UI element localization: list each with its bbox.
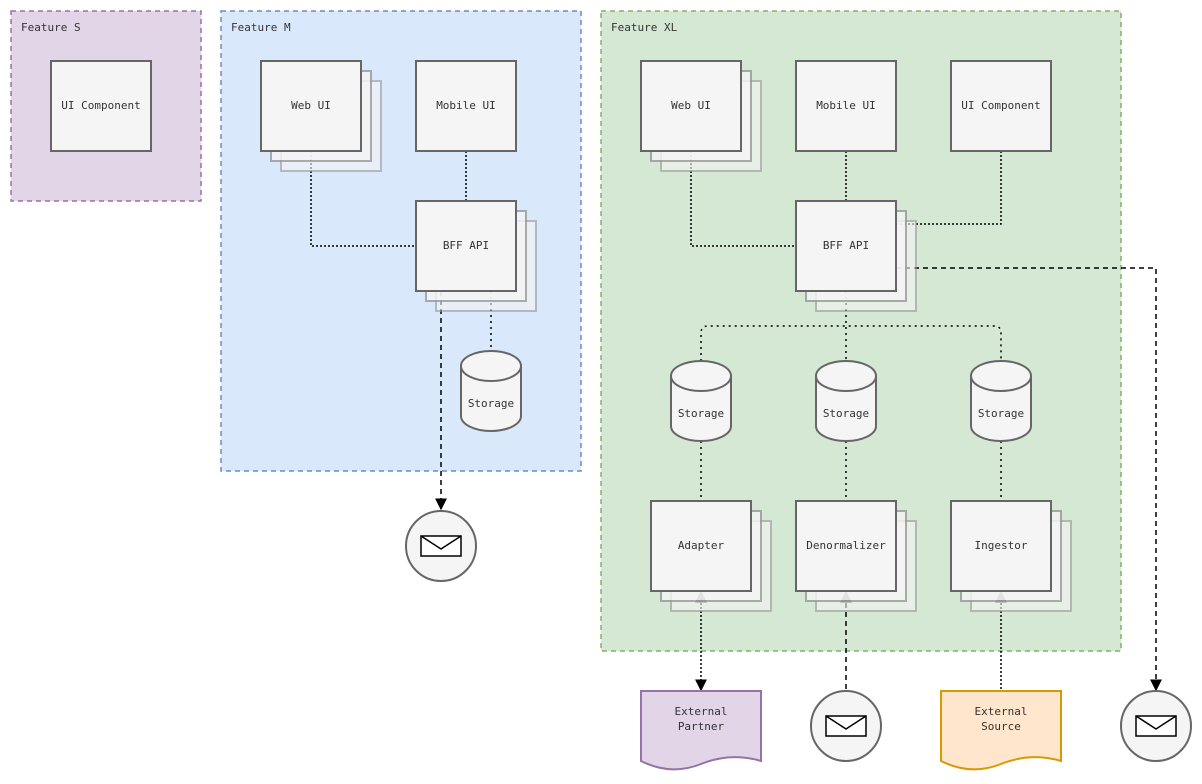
external-source-label-2: Source [981, 720, 1021, 733]
feature-xl-title: Feature XL [611, 21, 678, 34]
xl-denormalizer-node[interactable]: Denormalizer [795, 500, 917, 612]
xl-bff-api-node[interactable]: BFF API [795, 200, 917, 312]
xl-web-ui-node[interactable]: Web UI [640, 60, 762, 172]
external-source-label-1: External [975, 705, 1028, 718]
xl-bff-api-label: BFF API [823, 239, 869, 252]
feature-s-title: Feature S [21, 21, 81, 34]
m-webui-bff-edge [310, 151, 416, 247]
xl-bff-message-edge [896, 267, 1162, 692]
xl-mobile-ui-label: Mobile UI [816, 99, 876, 112]
xl-uicomponent-bff-edge [896, 151, 1002, 225]
xl-mobile-ui-node[interactable]: Mobile UI [795, 60, 897, 152]
xl-webui-bff-edge [690, 151, 796, 247]
xl-storage-2-node[interactable]: Storage [815, 360, 877, 442]
m-mobile-ui-node[interactable]: Mobile UI [415, 60, 517, 152]
xl-input-message-node[interactable] [810, 690, 882, 762]
m-web-ui-node[interactable]: Web UI [260, 60, 382, 172]
envelope-icon [1135, 715, 1177, 737]
envelope-icon [825, 715, 867, 737]
xl-denormalizer-label: Denormalizer [806, 539, 886, 552]
xl-adapter-node[interactable]: Adapter [650, 500, 772, 612]
m-storage-node[interactable]: Storage [460, 350, 522, 432]
xl-bff-storage-bus-edge [700, 325, 1002, 361]
xl-ingestor-label: Ingestor [975, 539, 1028, 552]
xl-ui-component-label: UI Component [961, 99, 1040, 112]
external-source-node[interactable]: External Source [940, 690, 1062, 771]
m-bff-api-node[interactable]: BFF API [415, 200, 537, 312]
feature-m-title: Feature M [231, 21, 291, 34]
xl-storage-3-label: Storage [978, 407, 1024, 420]
external-partner-node[interactable]: External Partner [640, 690, 762, 771]
xl-storage-1-node[interactable]: Storage [670, 360, 732, 442]
xl-ui-component-node[interactable]: UI Component [950, 60, 1052, 152]
external-partner-label-1: External [675, 705, 728, 718]
xl-ingestor-node[interactable]: Ingestor [950, 500, 1072, 612]
xl-output-message-node[interactable] [1120, 690, 1192, 762]
xl-storage-3-node[interactable]: Storage [970, 360, 1032, 442]
s-ui-component-node[interactable]: UI Component [50, 60, 152, 152]
envelope-icon [420, 535, 462, 557]
external-partner-label-2: Partner [678, 720, 725, 733]
xl-adapter-label: Adapter [678, 539, 725, 552]
m-storage-label: Storage [468, 397, 514, 410]
xl-storage-2-label: Storage [823, 407, 869, 420]
m-bff-api-label: BFF API [443, 239, 489, 252]
m-mobile-ui-label: Mobile UI [436, 99, 496, 112]
s-ui-component-label: UI Component [61, 99, 140, 112]
xl-web-ui-label: Web UI [671, 99, 711, 112]
xl-storage-1-label: Storage [678, 407, 724, 420]
m-web-ui-label: Web UI [291, 99, 331, 112]
m-message-node[interactable] [405, 510, 477, 582]
